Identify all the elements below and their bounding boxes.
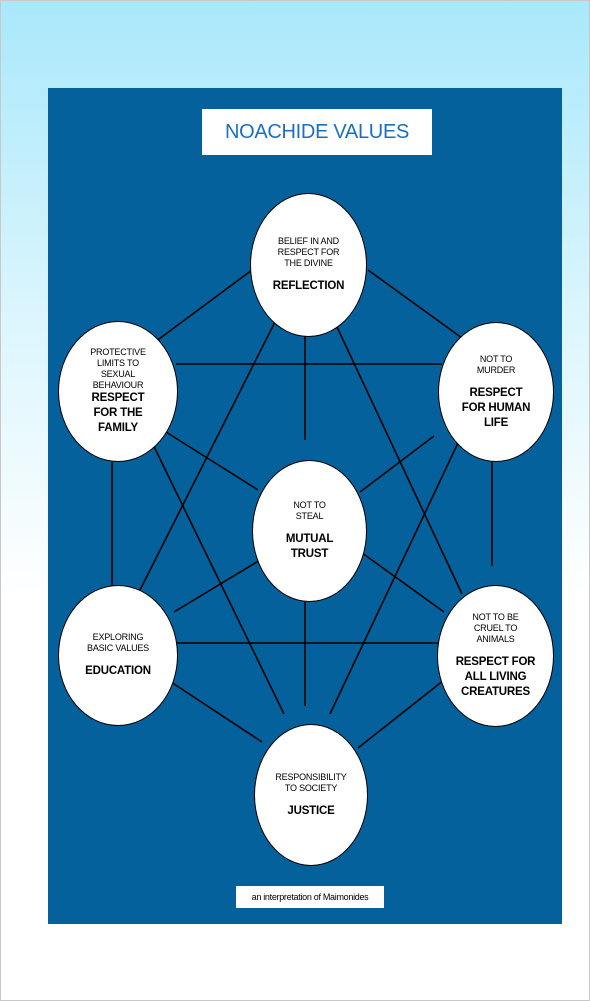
node-creatures-value2: ALL LIVING <box>464 671 527 683</box>
node-education: EXPLORING BASIC VALUES EDUCATION <box>58 585 178 726</box>
node-creatures: NOT TO BE CRUEL TO ANIMALS RESPECT FOR A… <box>437 585 554 727</box>
node-education-line2: BASIC VALUES <box>87 643 149 653</box>
footer-caption: an interpretation of Maimonides <box>236 886 384 908</box>
node-creatures-value3: CREATURES <box>461 686 530 698</box>
node-justice-line1: RESPONSIBILITY <box>275 771 347 782</box>
node-reflection-line1: BELIEF IN AND <box>278 236 339 246</box>
node-trust: NOT TO STEAL MUTUAL TRUST <box>252 460 367 602</box>
line-reflection-education <box>137 311 281 595</box>
title-box: NOACHIDE VALUES <box>202 109 432 155</box>
node-trust-value2: TRUST <box>290 548 329 560</box>
node-family: PROTECTIVE LIMITS TO SEXUAL BEHAVIOUR RE… <box>58 321 178 462</box>
line-creatures-trust <box>357 549 445 613</box>
line-life-justice <box>329 425 467 715</box>
node-education-value: EDUCATION <box>85 665 151 677</box>
node-human-life-value2: FOR HUMAN <box>461 401 531 414</box>
diagram-title: NOACHIDE VALUES <box>224 120 410 143</box>
line-reflection-life <box>367 269 463 339</box>
node-human-life-value1: RESPECT <box>469 386 523 399</box>
node-creatures-value1: RESPECT FOR <box>455 656 536 668</box>
node-reflection: BELIEF IN AND RESPECT FOR THE DIVINE REF… <box>250 193 367 337</box>
node-creatures-line2: CRUEL TO <box>473 623 518 633</box>
node-trust-line1: NOT TO <box>293 500 326 510</box>
node-trust-value1: MUTUAL <box>285 533 334 545</box>
node-family-line2: LIMITS TO <box>97 358 139 368</box>
node-human-life: NOT TO MURDER RESPECT FOR HUMAN LIFE <box>438 322 554 462</box>
line-reflection-family <box>154 269 253 343</box>
node-human-life-line2: MURDER <box>476 364 516 375</box>
line-family-justice <box>144 427 285 715</box>
node-human-life-value3: LIFE <box>483 416 509 429</box>
node-family-value2: FOR THE <box>93 407 143 419</box>
node-justice-line2: TO SOCIETY <box>284 782 338 793</box>
line-life-trust <box>359 435 435 493</box>
node-justice-value: JUSTICE <box>287 804 335 817</box>
line-education-justice <box>167 679 263 743</box>
line-reflection-creatures <box>329 311 463 595</box>
node-reflection-line2: RESPECT FOR <box>277 247 340 257</box>
line-family-trust <box>165 431 259 491</box>
node-justice: RESPONSIBILITY TO SOCIETY JUSTICE <box>254 724 368 866</box>
node-family-line4: BEHAVIOUR <box>92 380 144 390</box>
line-creatures-justice <box>357 679 445 749</box>
node-human-life-line1: NOT TO <box>479 353 513 364</box>
node-creatures-line3: ANIMALS <box>476 634 515 644</box>
node-trust-line2: STEAL <box>295 511 324 521</box>
footer-text: an interpretation of Maimonides <box>251 892 369 902</box>
node-creatures-line1: NOT TO BE <box>472 612 519 622</box>
node-family-value3: FAMILY <box>98 422 138 434</box>
node-reflection-line3: THE DIVINE <box>284 258 333 268</box>
node-family-line1: PROTECTIVE <box>90 347 146 357</box>
node-education-line1: EXPLORING <box>92 632 144 642</box>
node-family-line3: SEXUAL <box>100 369 136 379</box>
node-reflection-value: REFLECTION <box>272 280 345 292</box>
node-family-value1: RESPECT <box>91 392 145 404</box>
